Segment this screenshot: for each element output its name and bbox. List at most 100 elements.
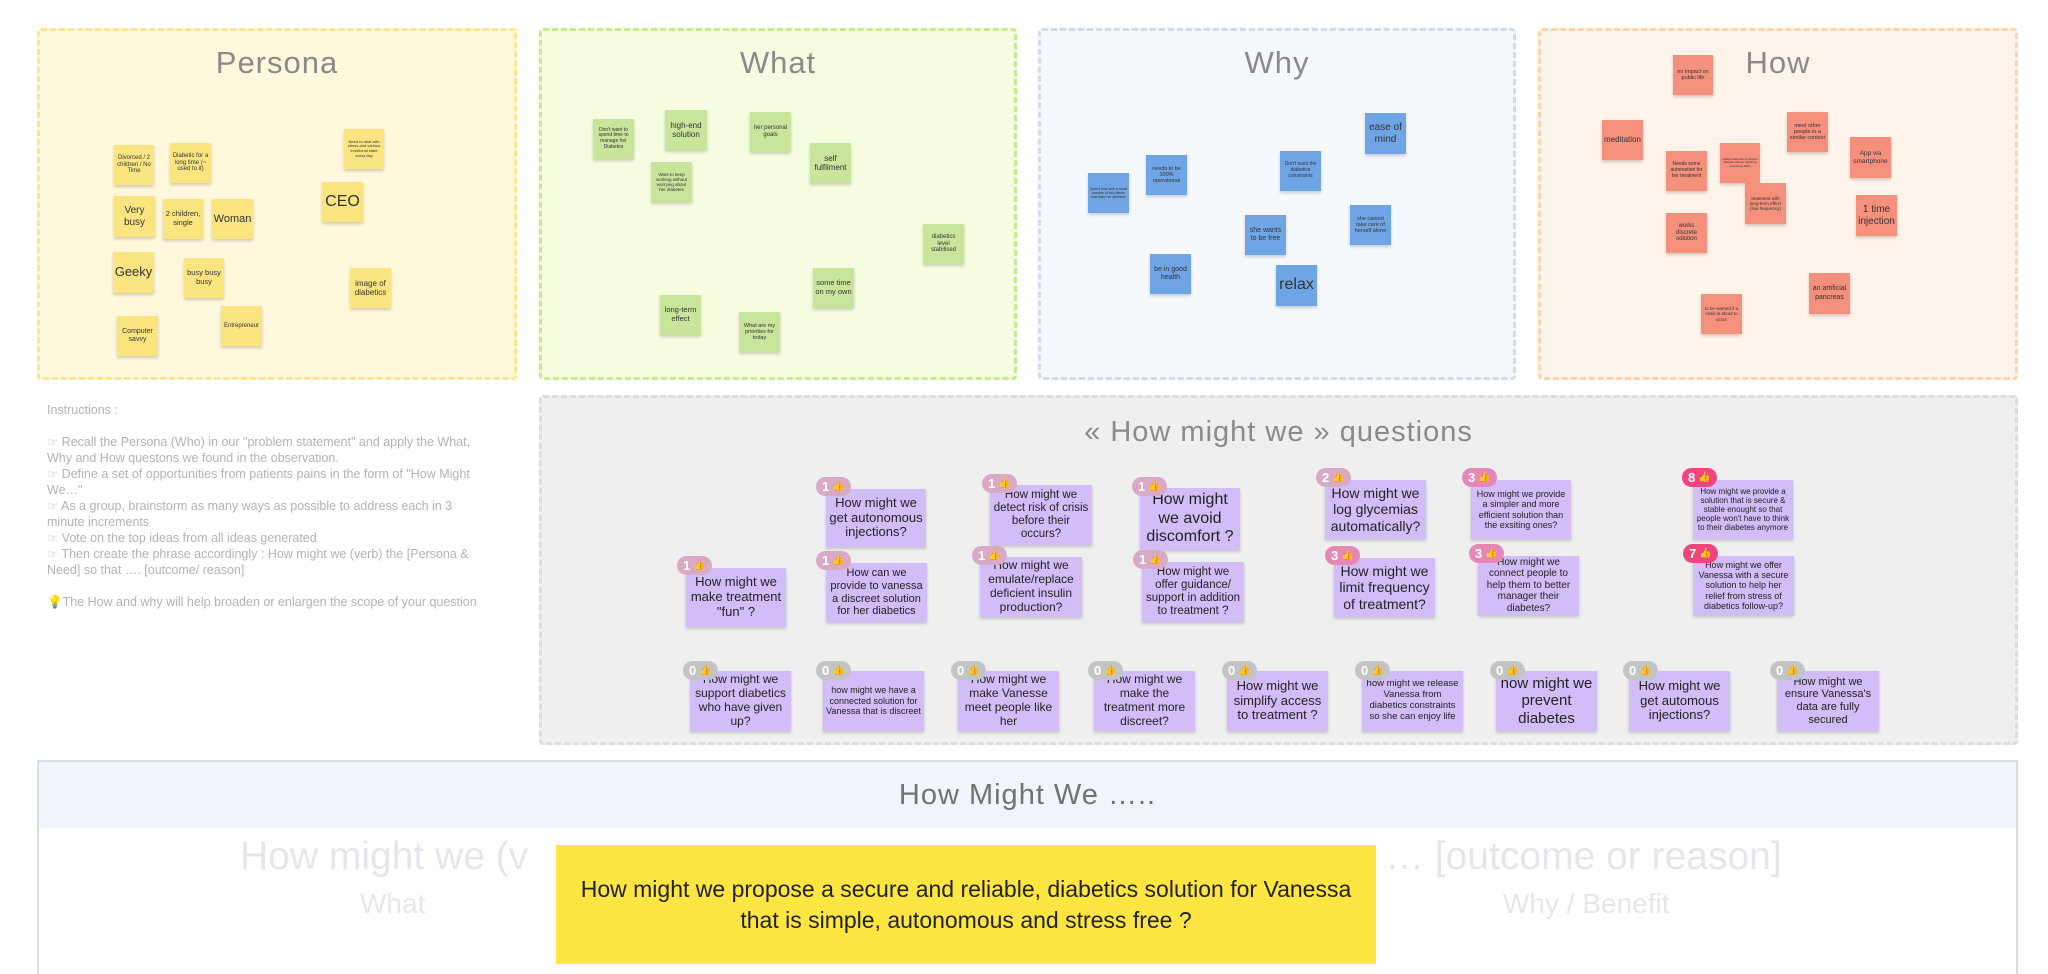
sticky-note[interactable]: long-term effect (660, 295, 701, 335)
sticky-note[interactable]: CEO (322, 182, 363, 222)
hmw-note[interactable]: How might we log glycemias automatically… (1325, 480, 1426, 539)
hmw-note[interactable]: How might we provide a solution that is … (1693, 480, 1793, 539)
sticky-note[interactable]: some time on my own (813, 268, 854, 308)
vote-badge[interactable]: 1👍 (816, 551, 851, 570)
sticky-note[interactable]: image of diabetics (350, 268, 391, 308)
hmw-note[interactable]: How might we emulate/replace deficient i… (980, 557, 1082, 617)
vote-badge[interactable]: 1👍 (816, 477, 851, 496)
vote-badge[interactable]: 0👍 (1770, 661, 1805, 680)
hmw-note[interactable]: How might we offer Vanessa with a secure… (1693, 556, 1794, 615)
sticky-note[interactable]: an artificial pancreas (1809, 273, 1850, 314)
sticky-note[interactable]: relax (1276, 265, 1317, 306)
vote-badge[interactable]: 1👍 (1133, 550, 1168, 569)
frame-title-persona: Persona (215, 45, 339, 80)
vote-badge[interactable]: 3👍 (1462, 468, 1497, 487)
vote-badge[interactable]: 2👍 (1316, 468, 1351, 487)
final-hmw-statement[interactable]: How might we propose a secure and reliab… (556, 845, 1376, 964)
vote-count: 0 (1361, 663, 1369, 678)
sticky-note[interactable]: needs to be 100% operational (1146, 155, 1187, 195)
sticky-note[interactable]: Computer savvy (117, 316, 158, 356)
vote-badge[interactable]: 0👍 (816, 661, 851, 680)
instruction-step: ☞ Vote on the top ideas from all ideas g… (47, 531, 317, 545)
sticky-note[interactable]: 1 time injection (1856, 195, 1897, 236)
sticky-note[interactable]: meditation (1602, 120, 1643, 160)
sticky-note[interactable]: Entrepreneur (221, 306, 262, 346)
sticky-note[interactable]: 2 children, single (163, 199, 203, 239)
sticky-note[interactable]: self fulfilment (810, 143, 851, 183)
vote-count: 1 (1139, 552, 1147, 567)
sticky-note[interactable]: works discrete solution (1666, 213, 1707, 253)
vote-badge[interactable]: 3👍 (1325, 546, 1360, 565)
hmw-note[interactable]: How might we get automous injections? (1629, 671, 1730, 731)
sticky-note[interactable]: Don't want to spend time to manage her D… (593, 119, 634, 159)
vote-badge[interactable]: 0👍 (683, 661, 718, 680)
sticky-note[interactable]: Diabetic for a long time (~ used to it) (170, 143, 211, 183)
vote-badge[interactable]: 1👍 (677, 556, 712, 575)
sticky-note[interactable]: Needs some automation for her treatment (1666, 151, 1707, 191)
vote-badge[interactable]: 8👍 (1682, 468, 1717, 487)
vote-badge[interactable]: 1👍 (982, 474, 1017, 493)
vote-count: 1 (822, 479, 830, 494)
sticky-note[interactable]: she cannot take care of herself alone (1350, 205, 1391, 245)
hmw-note[interactable]: now might we prevent diabetes (1496, 671, 1597, 731)
vote-badge[interactable]: 7👍 (1683, 544, 1718, 563)
hmw-note[interactable]: How might we make Vanesse meet people li… (958, 671, 1059, 731)
hmw-note[interactable]: how might we have a connected solution f… (823, 671, 924, 731)
frame-title-hmw: « How might we » questions (1084, 416, 1473, 448)
vote-badge[interactable]: 0👍 (1490, 661, 1525, 680)
hmw-note[interactable]: How might we limit frequency of treatmen… (1334, 558, 1435, 617)
vote-badge[interactable]: 1👍 (1132, 477, 1167, 496)
hmw-note[interactable]: How might we get autonomous injections? (826, 489, 926, 547)
sticky-note[interactable]: busy busy busy (184, 258, 224, 298)
vote-badge[interactable]: 0👍 (1355, 661, 1390, 680)
sticky-note[interactable]: diabetics level stabilised (923, 224, 964, 264)
sticky-note[interactable]: Geeky (113, 252, 154, 293)
vote-badge[interactable]: 0👍 (1088, 661, 1123, 680)
sticky-note[interactable]: App via smartphone (1850, 137, 1891, 178)
hmw-note[interactable]: How might we simplify access to treatmen… (1227, 671, 1328, 731)
sticky-note[interactable]: meet other people in a similar context (1787, 112, 1828, 152)
sticky-note[interactable]: to be warned if a crisis is about to occ… (1701, 294, 1742, 334)
sticky-note[interactable]: Divorced / 2 children / No Time (114, 145, 154, 185)
sticky-note[interactable]: high-end solution (665, 110, 707, 150)
sticky-note[interactable]: Want to keep working without worrying ab… (651, 162, 692, 202)
hmw-note[interactable]: How might we avoid discomfort ? (1140, 488, 1240, 550)
sticky-note[interactable]: ease of mind (1365, 113, 1406, 154)
sticky-note[interactable]: her personal goals (750, 112, 791, 152)
sticky-note[interactable]: Adapt treatment to current lifestyle wit… (1720, 143, 1760, 183)
sticky-note[interactable]: be in good health (1150, 254, 1191, 294)
sticky-note[interactable]: Woman (212, 199, 253, 239)
thumbs-up-icon: 👍 (832, 555, 845, 566)
instruction-step: ☞ Define a set of opportunities from pat… (47, 467, 470, 497)
hmw-note[interactable]: How might we make treatment "fun" ? (686, 568, 786, 627)
sticky-note[interactable]: no impact on public life (1673, 55, 1713, 95)
vote-badge[interactable]: 1👍 (972, 546, 1007, 565)
sticky-note[interactable]: Don't want the diabetics constraints (1280, 151, 1321, 191)
frame-title-why: Why (1244, 45, 1310, 80)
sticky-note[interactable]: Very busy (114, 196, 155, 237)
hmw-note[interactable]: How might we detect risk of crisis befor… (990, 485, 1092, 545)
hmw-note[interactable]: How might we ensure Vanessa's data are f… (1777, 671, 1879, 731)
vote-badge[interactable]: 3👍 (1469, 544, 1504, 563)
hmw-note[interactable]: How can we provide to vanessa a discreet… (826, 563, 927, 622)
hmw-note[interactable]: How might we make the treatment more dis… (1094, 671, 1195, 731)
hmw-note[interactable]: how might we release Vanessa from diabet… (1362, 671, 1463, 731)
thumbs-up-icon: 👍 (988, 550, 1001, 561)
vote-badge[interactable]: 0👍 (1222, 661, 1257, 680)
sticky-note[interactable]: she wants to be free (1245, 215, 1286, 255)
hmw-note[interactable]: How might we support diabetics who have … (690, 671, 791, 731)
vote-badge[interactable]: 0👍 (951, 661, 986, 680)
hmw-note[interactable]: How might we connect people to help them… (1478, 556, 1579, 615)
sticky-note[interactable]: Spend time with a small number of key cl… (1088, 173, 1129, 213)
thumbs-up-icon: 👍 (998, 478, 1011, 489)
hmw-note[interactable]: How might we offer guidance/ support in … (1142, 562, 1244, 622)
sticky-note[interactable]: treatment with long-term effect (low fre… (1745, 183, 1786, 224)
thumbs-up-icon: 👍 (1148, 481, 1161, 492)
persona-frame[interactable]: Persona (37, 28, 517, 380)
vote-count: 0 (689, 663, 697, 678)
vote-badge[interactable]: 0👍 (1623, 661, 1658, 680)
sticky-note[interactable]: What are my priorities for today (739, 312, 780, 352)
sticky-note[interactable]: Need to deal with stress and various emo… (344, 129, 384, 169)
hmw-note[interactable]: How might we provide a simpler and more … (1471, 480, 1571, 539)
vote-count: 1 (988, 476, 996, 491)
